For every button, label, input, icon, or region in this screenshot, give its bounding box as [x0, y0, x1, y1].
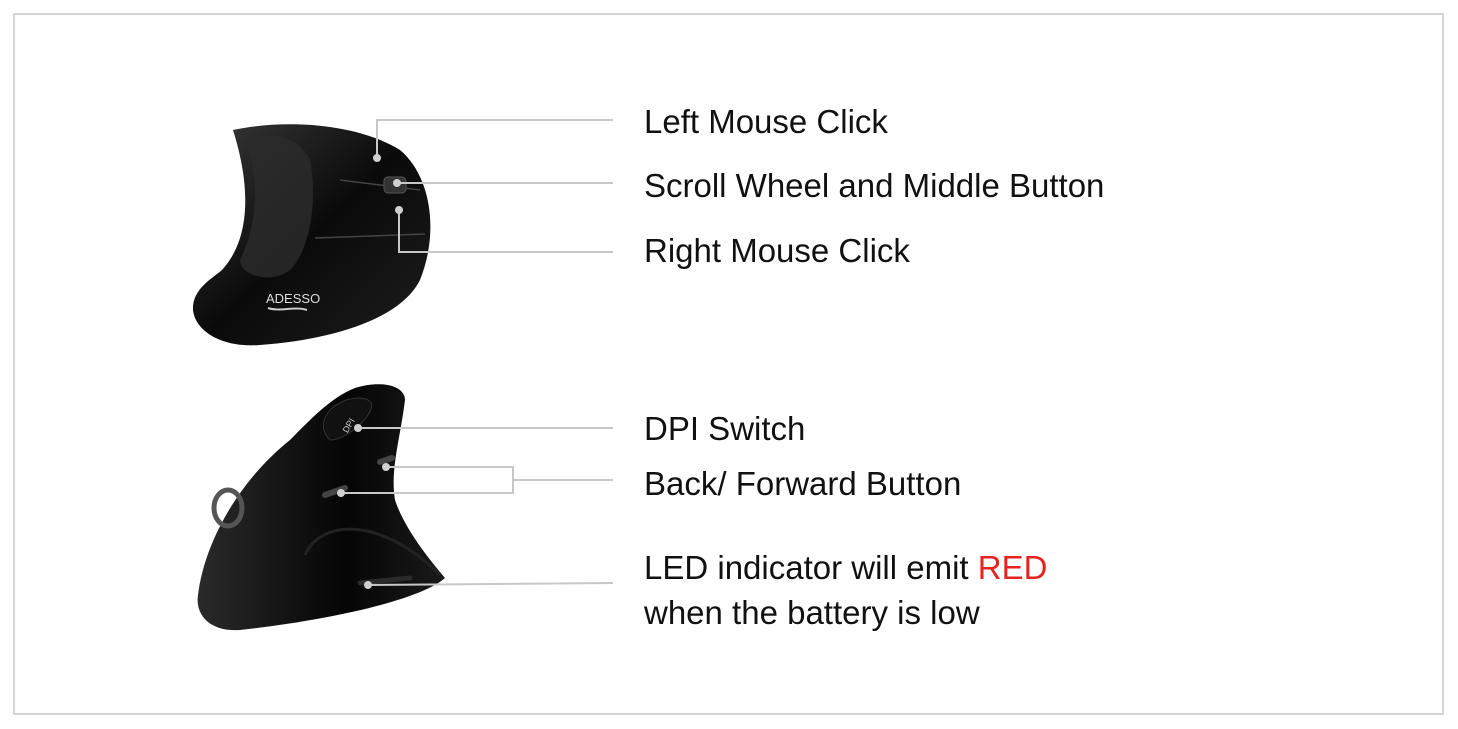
label-right-click: Right Mouse Click: [644, 232, 910, 269]
label-led-battery-low: when the battery is low: [644, 594, 980, 631]
label-led-indicator: LED indicator will emit RED: [644, 548, 1047, 588]
label-scroll-wheel: Scroll Wheel and Middle Button: [644, 167, 1105, 204]
led-color-word: RED: [977, 549, 1048, 586]
label-left-click: Left Mouse Click: [644, 103, 888, 140]
mouse-top-view: ADESSO: [192, 124, 431, 346]
led-text-prefix: LED indicator will emit: [644, 549, 978, 586]
label-back-forward: Back/ Forward Button: [644, 465, 962, 502]
leader-led: [367, 582, 614, 586]
leader-left-click: [376, 119, 613, 158]
callout-dots: [337, 154, 403, 589]
leader-lines: [341, 119, 614, 586]
label-dpi-switch: DPI Switch: [644, 410, 806, 447]
leader-right-click: [398, 210, 613, 253]
diagram-frame: [13, 13, 1444, 715]
brand-logo: ADESSO: [266, 291, 320, 306]
mouse-side-view: DPI: [197, 384, 445, 631]
